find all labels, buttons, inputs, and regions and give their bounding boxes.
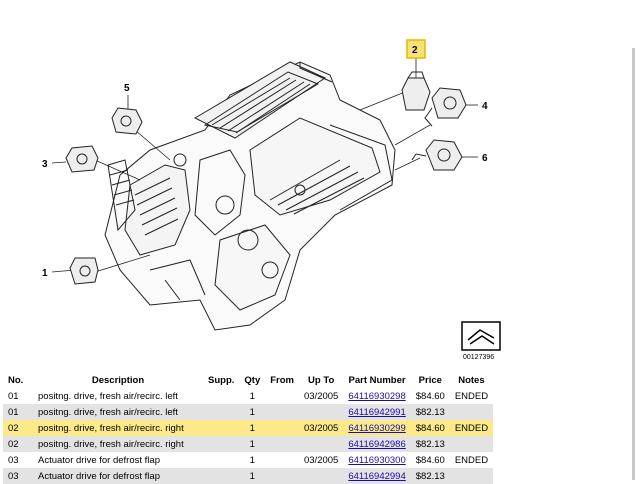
col-header-qty: Qty bbox=[244, 374, 261, 386]
callout-5[interactable]: 5 bbox=[124, 83, 130, 94]
cell-from bbox=[265, 404, 299, 420]
table-row-highlighted: 02 positng. drive, fresh air/recirc. rig… bbox=[3, 420, 494, 436]
cell-supp bbox=[203, 436, 240, 452]
cell-description: positng. drive, fresh air/recirc. right bbox=[33, 420, 203, 436]
cell-price: $82.13 bbox=[410, 436, 450, 452]
cell-no: 03 bbox=[3, 468, 33, 484]
cell-qty: 1 bbox=[239, 404, 266, 420]
cell-no: 02 bbox=[3, 436, 33, 452]
cell-up-to: 03/2005 bbox=[303, 454, 339, 466]
callout-3[interactable]: 3 bbox=[42, 159, 48, 170]
cell-notes bbox=[449, 404, 494, 420]
cell-part-number: 64116930299 bbox=[343, 420, 411, 436]
cell-up-to bbox=[298, 404, 344, 420]
cell-qty: 1 bbox=[239, 420, 266, 436]
cell-up-to bbox=[298, 468, 344, 484]
cell-price: $82.13 bbox=[410, 468, 450, 484]
cell-description: positng. drive, fresh air/recirc. right bbox=[33, 436, 203, 452]
cell-supp bbox=[203, 468, 240, 484]
cell-part-number: 64116930300 bbox=[343, 452, 410, 468]
cell-supp bbox=[203, 388, 239, 404]
part-number-link[interactable]: 64116930300 bbox=[348, 454, 406, 466]
parts-table: No. Description Supp. Qty From Up To Par… bbox=[3, 372, 494, 484]
cell-up-to: 03/2005 bbox=[298, 420, 344, 436]
cell-qty: 1 bbox=[249, 390, 255, 402]
cell-no: 02 bbox=[3, 420, 33, 436]
cell-description: Actuator drive for defrost flap bbox=[38, 454, 160, 466]
cell-notes bbox=[449, 468, 494, 484]
part-number-link[interactable]: 64116942986 bbox=[348, 438, 406, 450]
table-row: 01 positng. drive, fresh air/recirc. lef… bbox=[3, 388, 493, 404]
cell-up-to bbox=[298, 436, 344, 452]
cell-price: $84.60 bbox=[415, 454, 445, 466]
cell-part-number: 64116942991 bbox=[343, 404, 411, 420]
table-row: 02 positng. drive, fresh air/recirc. rig… bbox=[3, 436, 494, 452]
cell-from bbox=[265, 388, 299, 404]
table-row: 03 Actuator drive for defrost flap 1 03/… bbox=[3, 452, 493, 468]
cell-supp bbox=[203, 420, 240, 436]
cell-qty: 1 bbox=[239, 468, 266, 484]
callout-2[interactable]: 2 bbox=[412, 45, 418, 56]
callout-6[interactable]: 6 bbox=[482, 153, 488, 164]
table-row: 01 positng. drive, fresh air/recirc. lef… bbox=[3, 404, 494, 420]
actuator-1[interactable] bbox=[69, 257, 99, 285]
cell-price: $84.60 bbox=[410, 420, 450, 436]
cell-supp bbox=[203, 452, 239, 468]
leader-lines bbox=[51, 58, 478, 273]
col-header-notes: Notes bbox=[458, 374, 485, 386]
cell-from bbox=[265, 436, 299, 452]
table-header-row: No. Description Supp. Qty From Up To Par… bbox=[3, 372, 493, 388]
cell-price: $82.13 bbox=[410, 404, 450, 420]
scrollbar[interactable] bbox=[632, 48, 635, 480]
callout-1[interactable]: 1 bbox=[42, 268, 48, 279]
cell-no: 01 bbox=[3, 404, 33, 420]
cell-qty: 1 bbox=[239, 436, 266, 452]
cell-notes bbox=[449, 436, 494, 452]
cell-part-number: 64116942994 bbox=[343, 468, 411, 484]
col-header-part-number: Part Number bbox=[348, 374, 406, 386]
cell-from bbox=[265, 452, 299, 468]
parts-diagram: 1 3 5 2 4 6 00127396 bbox=[42, 39, 501, 361]
part-number-link[interactable]: 64116930299 bbox=[348, 422, 406, 434]
reference-code: 00127396 bbox=[463, 354, 494, 361]
cell-description: Actuator drive for defrost flap bbox=[33, 468, 203, 484]
actuator-5[interactable] bbox=[111, 107, 143, 135]
cell-notes: ENDED bbox=[454, 390, 489, 402]
table-row: 03 Actuator drive for defrost flap 1 641… bbox=[3, 468, 494, 484]
cell-price: $84.60 bbox=[415, 390, 445, 402]
callout-2-highlight bbox=[406, 39, 426, 59]
part-number-link[interactable]: 64116930298 bbox=[348, 390, 406, 402]
col-header-from: From bbox=[270, 374, 294, 386]
cell-description: positng. drive, fresh air/recirc. left bbox=[38, 390, 178, 402]
cell-description: positng. drive, fresh air/recirc. left bbox=[33, 404, 203, 420]
cell-notes: ENDED bbox=[454, 454, 489, 466]
cell-qty: 1 bbox=[249, 454, 255, 466]
reference-box: 00127396 bbox=[461, 321, 501, 361]
actuator-4[interactable] bbox=[424, 87, 467, 127]
cell-part-number: 64116930298 bbox=[343, 388, 410, 404]
cell-no: 01 bbox=[8, 390, 19, 402]
cell-supp bbox=[203, 404, 240, 420]
cell-notes: ENDED bbox=[449, 420, 494, 436]
cell-part-number: 64116942986 bbox=[343, 436, 411, 452]
cell-up-to: 03/2005 bbox=[303, 390, 339, 402]
part-number-link[interactable]: 64116942991 bbox=[348, 406, 406, 418]
cell-from bbox=[265, 468, 299, 484]
col-header-no: No. bbox=[8, 374, 24, 386]
heater-housing bbox=[104, 61, 396, 331]
col-header-supp: Supp. bbox=[208, 374, 235, 386]
part-number-link[interactable]: 64116942994 bbox=[348, 470, 406, 482]
actuator-6[interactable] bbox=[411, 139, 463, 171]
col-header-price: Price bbox=[418, 374, 442, 386]
actuator-3[interactable] bbox=[65, 145, 99, 173]
actuator-2[interactable] bbox=[401, 71, 431, 111]
callout-4[interactable]: 4 bbox=[482, 101, 488, 112]
cell-from bbox=[265, 420, 299, 436]
col-header-up-to: Up To bbox=[308, 374, 335, 386]
col-header-description: Description bbox=[91, 374, 145, 386]
cell-no: 03 bbox=[8, 454, 19, 466]
